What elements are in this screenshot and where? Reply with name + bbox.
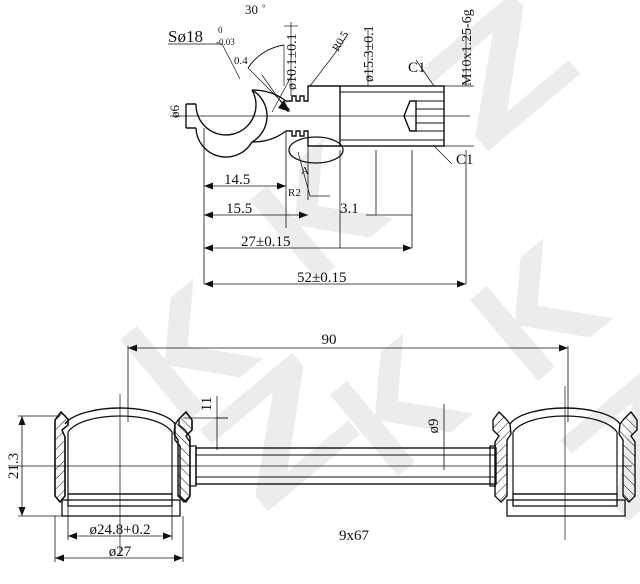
leader-c1-lower	[433, 145, 453, 165]
label-sphere-dia: Sø18	[168, 27, 203, 46]
dim-text-dia-9: ø9	[426, 419, 442, 434]
label-chamfer-c1-bottom: C1	[456, 152, 474, 168]
leader-04-b	[271, 74, 293, 113]
label-angle-unit: °	[262, 3, 266, 13]
ball-flat	[185, 103, 196, 129]
label-neck-dia: ø10.1±0.1	[285, 33, 300, 90]
right-boot-wall-right	[618, 410, 638, 503]
right-boot-wall-left	[492, 410, 512, 503]
label-detail-radius: R2	[288, 187, 301, 199]
leader-r05-a	[335, 33, 349, 53]
angle-arc-30	[247, 44, 285, 69]
dim-text-11: 11	[199, 397, 215, 411]
dim-text-27: 27±0.15	[241, 234, 290, 250]
bottom-view-assembly	[8, 386, 638, 556]
dim-text-15-5: 15.5	[226, 201, 252, 217]
label-sphere-tol-upper: 0	[218, 25, 223, 35]
label-chamfer-0-4: 0.4	[234, 55, 248, 67]
dim-text-14-5: 14.5	[224, 172, 250, 188]
leader-r05-b	[309, 51, 337, 87]
bottom-view-dimensions	[18, 396, 452, 562]
top-view-labels: Sø18 0 -0.03 ø6 30 ° 0.4 ø10.1±0.1 R0.5 …	[167, 2, 475, 286]
bottom-view-labels: 21.3 11 ø9 ø24.8+0.2 ø27 9x67	[6, 397, 442, 560]
left-boot-wall-right-hatch	[173, 410, 193, 503]
top-view-dimension-chain	[203, 128, 467, 288]
detail-ellipse-a	[288, 136, 344, 164]
dim-text-9x67: 9x67	[339, 528, 370, 544]
dim-text-dia-27: ø27	[109, 544, 132, 560]
leader-c1-upper	[415, 59, 435, 87]
right-boot-base-ring	[506, 499, 626, 517]
top-view-leaders	[168, 22, 474, 197]
right-boot-neck	[489, 445, 496, 487]
shank-end-cone	[403, 100, 417, 132]
dim-text-3-1: 3.1	[340, 201, 359, 217]
left-boot	[54, 407, 197, 517]
leader-so18	[221, 43, 241, 80]
bottom-dim-90-group	[127, 344, 569, 422]
neck-groove-profile-lower	[251, 130, 340, 147]
top-view-ball-stud	[170, 85, 470, 164]
label-flat-dia: ø6	[167, 105, 182, 119]
ball-sphere-outline	[195, 89, 257, 158]
label-sphere-tol-lower: -0.03	[216, 37, 235, 47]
thread-shank-outline	[339, 85, 445, 147]
label-thread: M10x1.25-6g	[460, 9, 475, 86]
ball-sphere-right	[251, 89, 268, 143]
right-boot	[489, 407, 638, 517]
left-boot-base-ring	[61, 499, 181, 517]
dim-text-21-3: 21.3	[6, 453, 22, 479]
dim-text-90: 90	[322, 332, 337, 348]
label-chamfer-c1-top: C1	[408, 60, 426, 76]
dim-text-52: 52±0.15	[297, 270, 346, 286]
label-shoulder-dia: ø15.3±0.1	[362, 25, 377, 82]
label-detail-letter: A	[301, 165, 309, 177]
neck-groove-profile-upper	[251, 85, 340, 102]
dim-text-dia-24-8: ø24.8+0.2	[90, 522, 151, 538]
leader-04-arrow	[278, 100, 290, 112]
label-angle-30: 30	[245, 2, 258, 17]
